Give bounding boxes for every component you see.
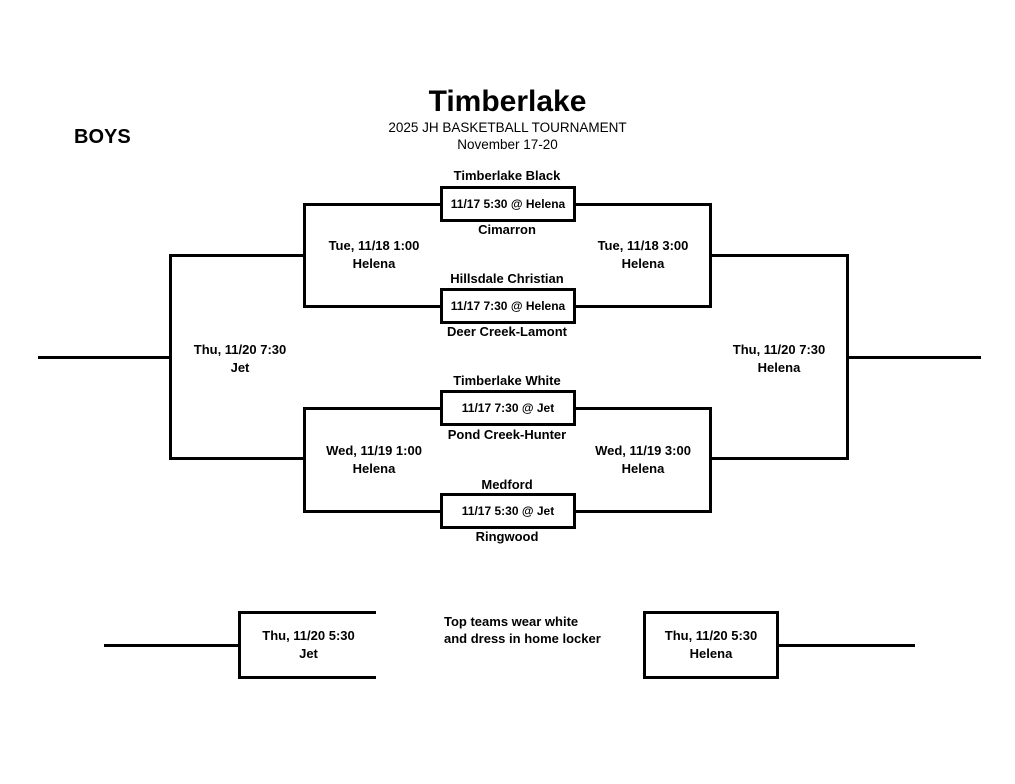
- game3-bottom-team: Pond Creek-Hunter: [447, 427, 567, 442]
- final-right-location: Helena: [757, 360, 801, 375]
- bracket-line-sf1-winner: [172, 254, 306, 257]
- final-right-datetime: Thu, 11/20 7:30: [732, 342, 826, 357]
- semifinal-3-label: Wed, 11/19 1:00 Helena: [294, 442, 454, 478]
- semifinal-1-label: Tue, 11/18 1:00 Helena: [294, 237, 454, 273]
- bracket-line-g3-right: [575, 407, 709, 410]
- bracket-line-g4-left: [306, 510, 440, 513]
- game3-top-team: Timberlake White: [453, 373, 561, 388]
- bracket-line-sf4-winner: [712, 457, 846, 460]
- consolation-left-box: Thu, 11/20 5:30 Jet: [238, 611, 376, 679]
- bracket-line-sf3-winner: [172, 457, 306, 460]
- dress-code-note-line1: Top teams wear white: [444, 614, 579, 629]
- tournament-title: Timberlake: [428, 85, 587, 118]
- game3-schedule-box: 11/17 7:30 @ Jet: [440, 390, 576, 426]
- consolation-left-location: Jet: [299, 646, 318, 661]
- final-left-location: Jet: [230, 360, 250, 375]
- bracket-line-sf2-winner: [712, 254, 846, 257]
- consolation-right-feed-line: [779, 644, 915, 647]
- game4-top-team: Medford: [481, 477, 533, 492]
- bracket-line-g3-left: [306, 407, 440, 410]
- consolation-right-box: Thu, 11/20 5:30 Helena: [643, 611, 779, 679]
- game1-top-team: Timberlake Black: [453, 168, 561, 183]
- final-left-datetime: Thu, 11/20 7:30: [193, 342, 287, 357]
- consolation-right-datetime: Thu, 11/20 5:30: [664, 628, 758, 643]
- bracket-line-g2-left: [306, 305, 440, 308]
- semifinal-1-datetime: Tue, 11/18 1:00: [328, 238, 420, 253]
- bracket-line-sf3-join: [303, 407, 306, 513]
- game1-bottom-team: Cimarron: [478, 222, 536, 237]
- bracket-line-g1-right: [575, 203, 709, 206]
- tournament-subtitle: 2025 JH BASKETBALL TOURNAMENT: [388, 120, 627, 135]
- bracket-line-g4-right: [575, 510, 709, 513]
- semifinal-4-location: Helena: [621, 461, 665, 476]
- bracket-line-final-left-winner: [38, 356, 172, 359]
- consolation-left-datetime: Thu, 11/20 5:30: [262, 628, 355, 643]
- bracket-line-sf4-join: [709, 407, 712, 513]
- game2-bottom-team: Deer Creek-Lamont: [447, 324, 567, 339]
- dress-code-note-line2: and dress in home locker: [444, 631, 601, 646]
- semifinal-2-location: Helena: [621, 256, 665, 271]
- game4-bottom-team: Ringwood: [475, 529, 539, 544]
- bracket-line-sf2-join: [709, 203, 712, 308]
- semifinal-3-datetime: Wed, 11/19 1:00: [326, 443, 422, 458]
- game4-schedule-box: 11/17 5:30 @ Jet: [440, 493, 576, 529]
- game1-schedule-box: 11/17 5:30 @ Helena: [440, 186, 576, 222]
- final-left-label: Thu, 11/20 7:30 Jet: [160, 341, 320, 377]
- bracket-line-g2-right: [575, 305, 709, 308]
- game2-top-team: Hillsdale Christian: [450, 271, 564, 286]
- semifinal-4-label: Wed, 11/19 3:00 Helena: [563, 442, 723, 478]
- semifinal-2-datetime: Tue, 11/18 3:00: [597, 238, 689, 253]
- tournament-dates: November 17-20: [457, 137, 558, 152]
- consolation-left-feed-line: [104, 644, 238, 647]
- bracket-line-g1-left: [306, 203, 440, 206]
- dress-code-note: Top teams wear white and dress in home l…: [444, 613, 601, 647]
- semifinal-3-location: Helena: [352, 461, 396, 476]
- semifinal-2-label: Tue, 11/18 3:00 Helena: [563, 237, 723, 273]
- bracket-line-final-right-join: [846, 254, 849, 460]
- bracket-line-final-right-winner: [849, 356, 981, 359]
- consolation-right-location: Helena: [689, 646, 733, 661]
- game2-schedule-box: 11/17 7:30 @ Helena: [440, 288, 576, 324]
- division-label: BOYS: [74, 126, 131, 148]
- final-right-label: Thu, 11/20 7:30 Helena: [699, 341, 859, 377]
- semifinal-1-location: Helena: [352, 256, 396, 271]
- semifinal-4-datetime: Wed, 11/19 3:00: [595, 443, 691, 458]
